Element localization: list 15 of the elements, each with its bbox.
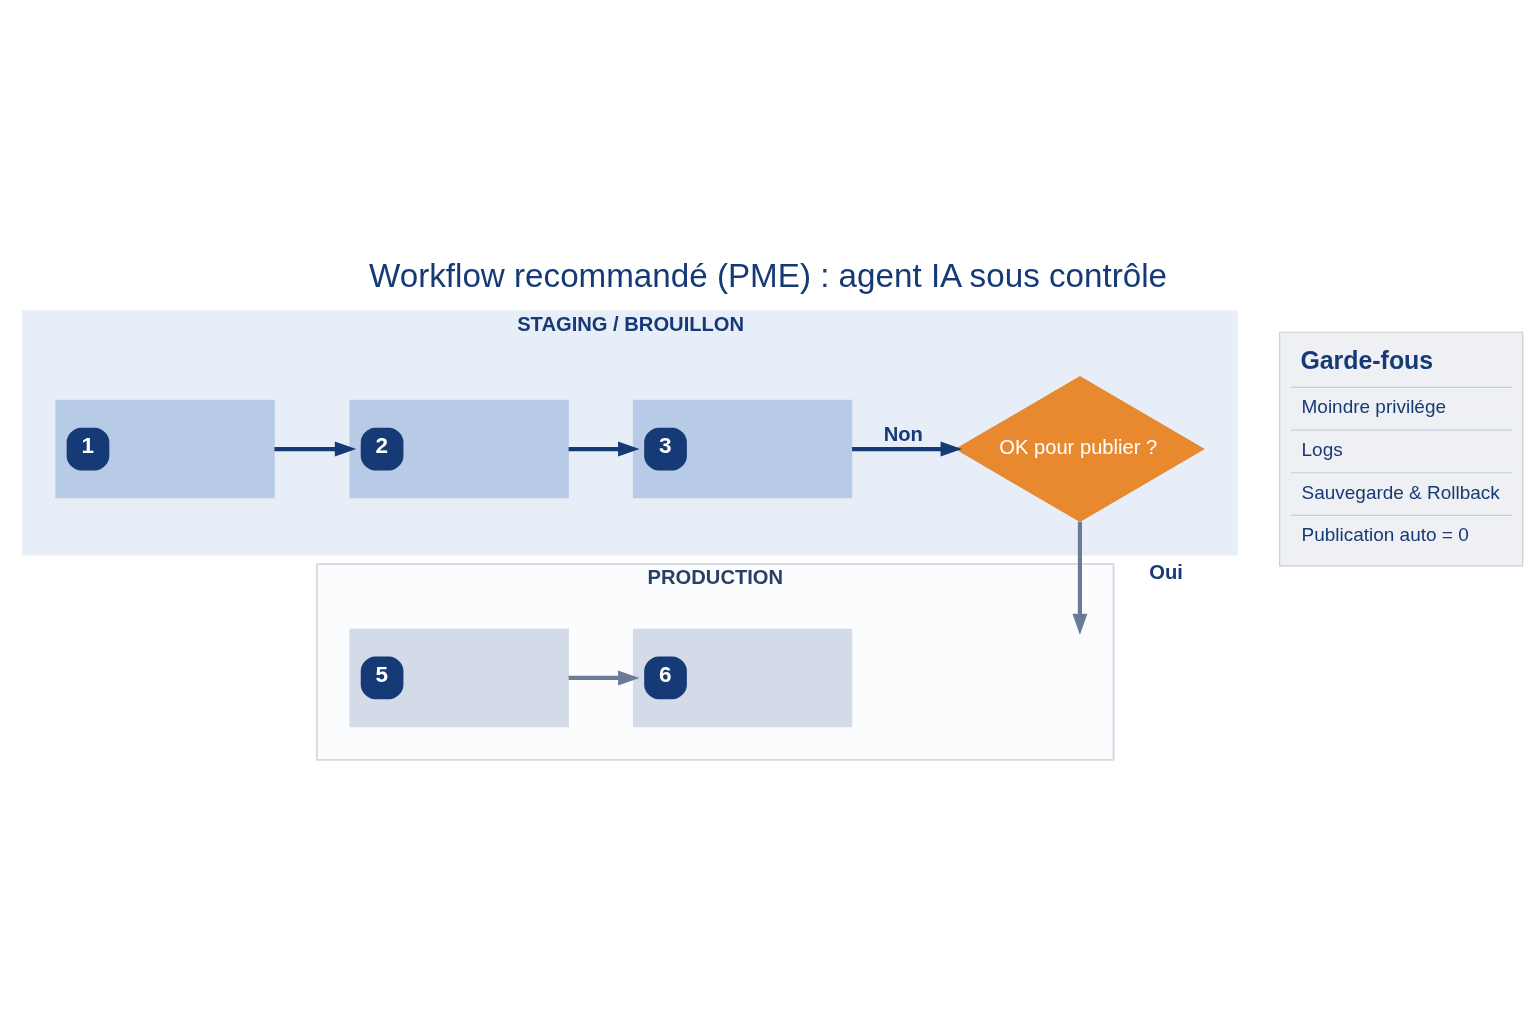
arrow	[568, 669, 640, 685]
node-box: Garde-fous Moindre privilége Logs Sauvegarde & Rollback Publication auto = 0	[1279, 331, 1524, 566]
node-box: 5	[349, 628, 569, 727]
edge-label: Oui	[1149, 560, 1183, 583]
arrow	[852, 441, 962, 457]
node-diamond: OK pour publier ?	[955, 375, 1205, 522]
node-box: 6	[632, 628, 853, 727]
node-box: 1	[55, 399, 275, 498]
arrow	[274, 441, 357, 457]
node-box: 2	[349, 399, 569, 498]
node-box: 3	[632, 399, 853, 498]
arrow	[568, 441, 640, 457]
diagram-title: Workflow recommandé (PME) : agent IA sous contrôle	[368, 256, 1168, 294]
arrow	[1072, 521, 1088, 635]
edge-label: Non	[883, 422, 923, 445]
